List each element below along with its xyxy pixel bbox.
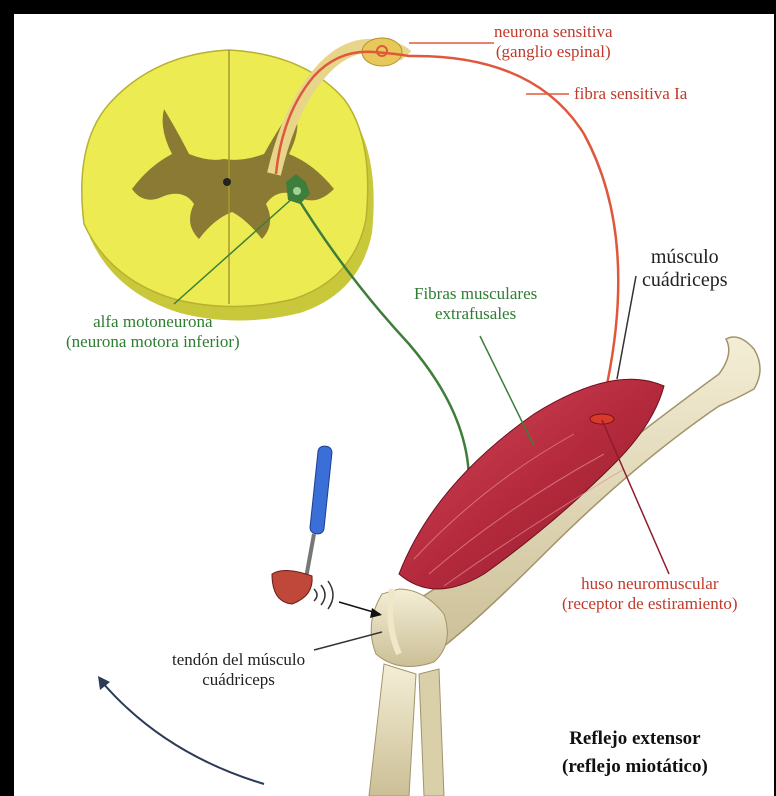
label-quadriceps-muscle: músculo cuádriceps bbox=[642, 246, 728, 292]
illustration-frame: neurona sensitiva (ganglio espinal) fibr… bbox=[14, 14, 774, 796]
kick-arrow bbox=[102, 682, 264, 784]
label-sensory-fiber: fibra sensitiva Ia bbox=[574, 84, 687, 104]
reflex-illustration bbox=[14, 14, 774, 796]
label-alpha-motoneuron: alfa motoneurona (neurona motora inferio… bbox=[66, 312, 240, 351]
spinal-cord bbox=[82, 50, 374, 321]
figure-title: Reflejo extensor (reflejo miotático) bbox=[562, 728, 708, 778]
label-tendon: tendón del músculo cuádriceps bbox=[172, 650, 305, 689]
label-sensory-neuron: neurona sensitiva (ganglio espinal) bbox=[494, 22, 613, 61]
label-muscle-spindle: huso neuromuscular (receptor de estirami… bbox=[562, 574, 738, 613]
label-extrafusal-fibers: Fibras musculares extrafusales bbox=[414, 284, 537, 323]
reflex-hammer[interactable] bbox=[272, 446, 333, 604]
